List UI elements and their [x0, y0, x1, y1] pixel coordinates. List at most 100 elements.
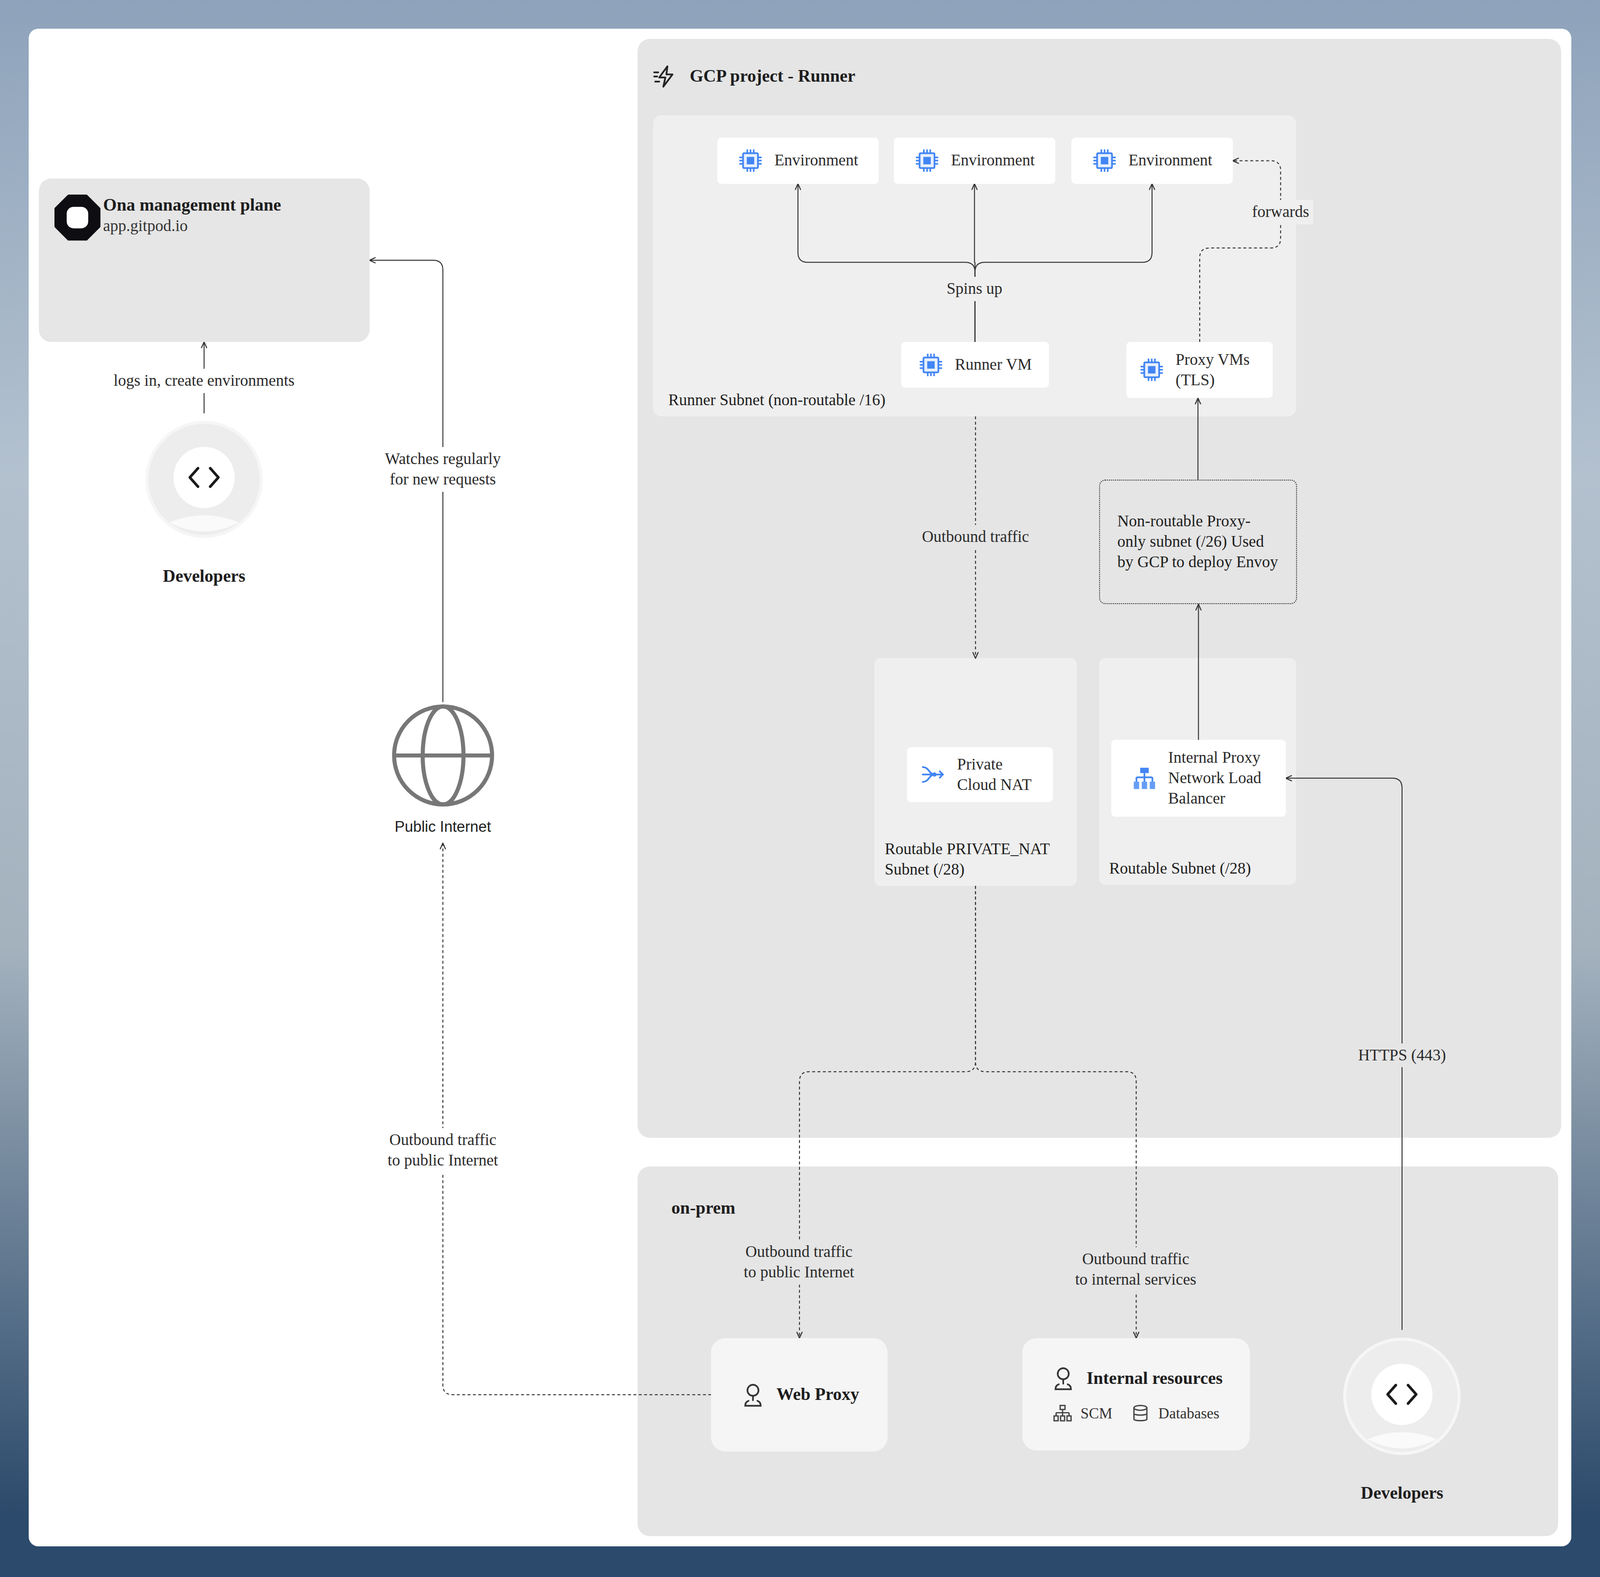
- person-icon-use: [745, 1384, 761, 1406]
- resource-icon: [1130, 1403, 1151, 1423]
- resource-item-label: Databases: [1158, 1403, 1220, 1423]
- gcp-project-panel: GCP project - RunnerRunner Subnet (non-r…: [637, 38, 1562, 1138]
- load-balancer-box: Internal Proxy Network Load Balancer: [1111, 739, 1286, 817]
- card-row: Runner VM: [918, 352, 1032, 378]
- panel-title: GCP project - Runner: [689, 65, 855, 88]
- panel-header: on-prem: [671, 1166, 736, 1250]
- box-title: Ona management plane: [103, 194, 282, 217]
- nat-box: Private Cloud NAT: [906, 746, 1053, 802]
- internet-globe: Public Internet: [371, 702, 515, 844]
- card-row: Environment: [1091, 147, 1213, 174]
- resource-icon: [1052, 1403, 1073, 1423]
- developer-circle: [1342, 1336, 1461, 1456]
- subnet-panel: Routable Subnet (/28) Internal Proxy Netw…: [1099, 657, 1297, 885]
- actor-label: Developers: [1360, 1481, 1444, 1505]
- dashed-connector: [443, 842, 712, 1395]
- edge-label: Outbound traffic to public Internet: [736, 1240, 862, 1285]
- resource-icon-use: [1054, 1404, 1072, 1421]
- panel-footer: Runner Subnet (non-routable /16): [668, 390, 1281, 411]
- ona-logo-use: [55, 195, 99, 239]
- project-icon-use: [654, 66, 673, 87]
- resource-item: SCM: [1052, 1403, 1113, 1423]
- service-icon: [918, 352, 944, 378]
- resources-box: Internal resourcesSCM Databases: [1022, 1337, 1250, 1451]
- box-label: Environment: [774, 150, 858, 171]
- person-icon: [739, 1381, 767, 1408]
- panel-footer: Routable PRIVATE_NAT Subnet (/28): [884, 838, 1067, 880]
- resource-item: Databases: [1130, 1403, 1220, 1423]
- subnet-panel: Runner Subnet (non-routable /16) Environm…: [653, 115, 1297, 417]
- service-icon: [914, 147, 940, 174]
- service-icon: [737, 147, 764, 174]
- person-icon: [1049, 1364, 1077, 1392]
- service-icon-use: [739, 149, 762, 172]
- service-icon-use: [1140, 358, 1163, 382]
- dotted-text: Non-routable Proxy-only subnet (/26) Use…: [1117, 511, 1279, 573]
- vm-box: Runner VM: [901, 341, 1049, 388]
- resource-title-row: Web Proxy: [739, 1381, 860, 1408]
- edge-label: Outbound traffic to internal services: [1070, 1246, 1201, 1292]
- card-row: Proxy VMs (TLS): [1138, 349, 1262, 391]
- box-label: Environment: [1128, 150, 1212, 171]
- developer-actor: Developers: [132, 413, 276, 592]
- edge-label: Spins up: [942, 276, 1007, 302]
- connector: [798, 183, 976, 342]
- resource-content: Web Proxy: [739, 1381, 860, 1408]
- box-label: Internal Proxy Network Load Balancer: [1168, 747, 1266, 809]
- service-icon: [1131, 765, 1157, 791]
- person-icon-use: [1055, 1368, 1071, 1389]
- globe-label: Public Internet: [394, 817, 492, 836]
- panel-header: GCP project - Runner: [653, 38, 856, 115]
- panel-title: on-prem: [671, 1196, 736, 1220]
- project-icon: [653, 64, 678, 89]
- developer-circle: [144, 420, 264, 539]
- globe-symbol: [390, 702, 497, 809]
- card-row: Environment: [914, 147, 1035, 174]
- vm-box: Proxy VMs (TLS): [1126, 341, 1273, 398]
- resource-icon-use: [1134, 1404, 1148, 1421]
- box-label: Runner VM: [955, 354, 1032, 375]
- developer-actor: Developers: [1336, 1329, 1468, 1509]
- developer-circle-use: [1344, 1338, 1459, 1454]
- globe-symbol-use: [393, 706, 492, 804]
- service-icon: [1091, 147, 1118, 174]
- card-row: Environment: [737, 147, 859, 174]
- service-icon: [920, 761, 946, 787]
- management-plane-box: Ona management planeapp.gitpod.io: [38, 178, 370, 342]
- ona-logo: [53, 194, 102, 242]
- card-text: Environment: [950, 150, 1035, 171]
- text-column: Ona management planeapp.gitpod.io: [103, 194, 282, 237]
- resource-title: Web Proxy: [776, 1383, 860, 1406]
- service-icon-use: [1133, 767, 1156, 789]
- connector: [1197, 604, 1199, 740]
- resource-title: Internal resources: [1086, 1367, 1223, 1390]
- edge-label: Watches regularly for new requests: [375, 446, 511, 492]
- box-subtitle: app.gitpod.io: [103, 215, 282, 237]
- resource-item-label: SCM: [1080, 1403, 1113, 1423]
- card-text: Proxy VMs (TLS): [1175, 349, 1261, 391]
- resource-content: Internal resourcesSCM Databases: [1049, 1364, 1223, 1423]
- card-text: Environment: [1128, 150, 1212, 171]
- box-label: Private Cloud NAT: [957, 754, 1040, 796]
- developer-circle-use: [146, 422, 262, 537]
- edge-label: forwards: [1248, 199, 1314, 225]
- service-icon-use: [1093, 149, 1116, 172]
- panel-label: Runner Subnet (non-routable /16): [668, 390, 1281, 411]
- card-text: Internal Proxy Network Load Balancer: [1168, 747, 1266, 809]
- panel-label: Routable PRIVATE_NAT Subnet (/28): [884, 838, 1067, 880]
- proxy-subnet-box: Non-routable Proxy-only subnet (/26) Use…: [1099, 479, 1298, 605]
- environment-box: Environment: [717, 137, 879, 184]
- edge-label: HTTPS (443): [1354, 1043, 1451, 1068]
- actor-label: Developers: [162, 565, 246, 588]
- edge-label: logs in, create environments: [109, 368, 299, 393]
- card-text: Private Cloud NAT: [957, 754, 1040, 796]
- service-icon-use: [915, 149, 939, 172]
- environment-box: Environment: [893, 137, 1056, 184]
- card-text: Runner VM: [955, 354, 1032, 375]
- panel-footer: Routable Subnet (/28): [1109, 858, 1286, 879]
- panel-label: Routable Subnet (/28): [1109, 858, 1286, 879]
- box-label: Environment: [950, 150, 1035, 171]
- connector: [975, 183, 1153, 342]
